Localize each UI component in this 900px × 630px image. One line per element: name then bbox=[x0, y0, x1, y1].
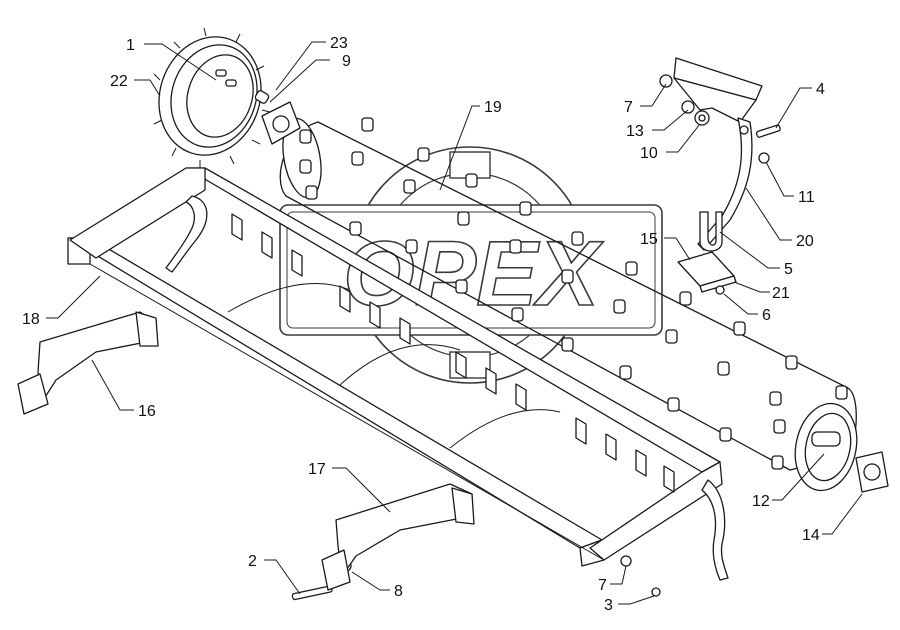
callout-19: 19 bbox=[484, 99, 502, 116]
left-bearing bbox=[254, 90, 301, 145]
callout-3: 3 bbox=[604, 597, 613, 614]
hardware bbox=[291, 74, 781, 601]
tine-row bbox=[231, 213, 675, 493]
roller-studs bbox=[299, 117, 848, 470]
callout-6: 6 bbox=[762, 307, 771, 324]
callout-20: 20 bbox=[796, 233, 814, 250]
callout-4: 4 bbox=[816, 81, 825, 98]
callout-23: 23 bbox=[330, 35, 348, 52]
callout-14: 14 bbox=[802, 527, 820, 544]
callout-5: 5 bbox=[784, 261, 793, 278]
callout-15: 15 bbox=[640, 231, 658, 248]
callout-18: 18 bbox=[22, 311, 40, 328]
callout-10: 10 bbox=[640, 145, 658, 162]
right-bearing bbox=[855, 451, 889, 493]
callout-17: 17 bbox=[308, 461, 326, 478]
callout-21: 21 bbox=[772, 285, 790, 302]
callout-9: 9 bbox=[342, 53, 351, 70]
scraper-arm bbox=[673, 57, 763, 252]
callout-2: 2 bbox=[248, 553, 257, 570]
right-bracket bbox=[321, 483, 475, 591]
roller bbox=[279, 117, 858, 492]
callout-11: 11 bbox=[798, 189, 815, 206]
callout-12: 12 bbox=[752, 493, 770, 510]
leader-lines bbox=[46, 41, 863, 605]
callout-1: 1 bbox=[126, 37, 135, 54]
watermark-text: OPEX bbox=[343, 223, 603, 325]
callout-7-top: 7 bbox=[624, 99, 633, 116]
scraper-blade bbox=[677, 251, 737, 293]
callout-13: 13 bbox=[626, 123, 644, 140]
callout-22: 22 bbox=[110, 73, 128, 90]
left-bracket bbox=[17, 311, 159, 415]
star-wheel bbox=[153, 27, 271, 168]
callout-labels: 1 22 23 9 19 7 13 10 4 11 20 15 5 21 6 1… bbox=[22, 35, 825, 614]
main-frame bbox=[67, 167, 729, 581]
callout-7-bottom: 7 bbox=[598, 577, 607, 594]
callout-16: 16 bbox=[138, 403, 156, 420]
callout-8: 8 bbox=[394, 583, 403, 600]
